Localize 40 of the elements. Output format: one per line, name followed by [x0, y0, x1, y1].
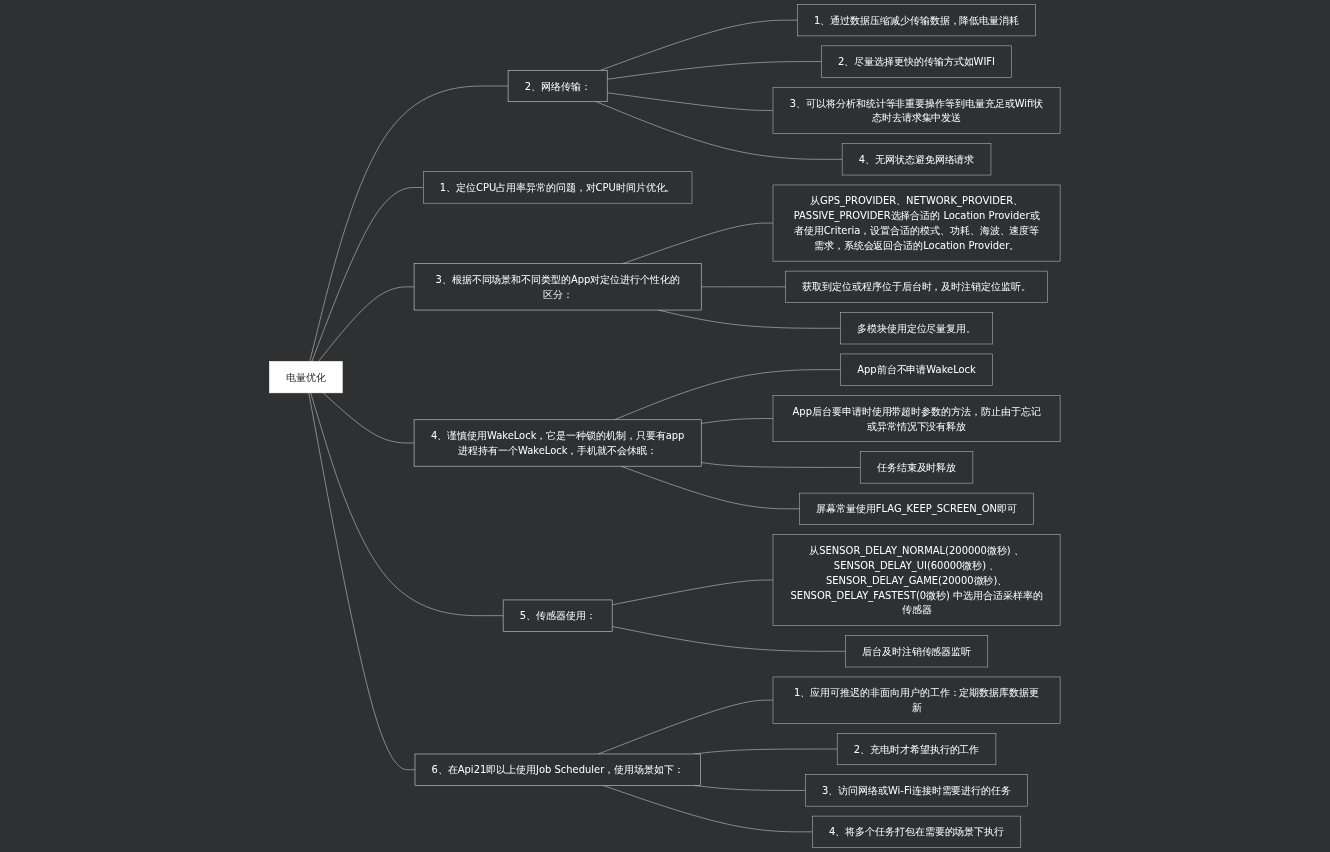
connector [309, 85, 509, 362]
node-box: 5、传感器使用： [503, 599, 613, 632]
connector [607, 61, 823, 80]
connector [607, 92, 774, 111]
node-box: 4、将多个任务打包在需要的场景下执行 [812, 815, 1022, 848]
connector [612, 579, 774, 606]
connector [318, 286, 415, 362]
connector [603, 785, 813, 833]
connector [701, 286, 787, 288]
node-box: 4、谨慎使用WakeLock，它是一种锁的机制，只要有app进程持有一个WakeLock，手机就不会休眠： [414, 419, 702, 467]
node-box: 电量优化 [269, 361, 343, 394]
node-box: 3、根据不同场景和不同类型的App对定位进行个性化的区分： [414, 263, 702, 311]
node-box: 多模块使用定位尽量复用。 [840, 312, 994, 345]
node-box: 屏幕常量使用FLAG_KEEP_SCREEN_ON即可 [799, 492, 1034, 525]
connector [612, 626, 846, 652]
node-box: 3、可以将分析和统计等非重要操作等到电量充足或Wifi状态时去请求集中发送 [772, 86, 1061, 134]
connector [308, 392, 416, 770]
node-box: 后台及时注销传感器监听 [845, 635, 989, 668]
node-box: 1、定位CPU占用率异常的问题，对CPU时间片优化。 [423, 171, 693, 204]
node-box: App前台不申请WakeLock [840, 353, 993, 386]
connector [596, 101, 843, 160]
connector [310, 392, 504, 616]
node-box: 2、网络传输： [508, 70, 608, 102]
node-box: 1、通过数据压缩减少传输数据，降低电量消耗 [797, 4, 1037, 37]
node-box: 3、访问网络或Wi-Fi连接时需要进行的任务 [805, 774, 1029, 807]
node-box: 2、充电时才希望执行的工作 [837, 733, 997, 766]
connector [323, 392, 415, 444]
node-box: 从SENSOR_DELAY_NORMAL(200000微秒) 、SENSOR_DELAY_UI(60000微秒) 、SENSOR_DELAY_GAME(20000微秒)、SENSOR_DELAY_FASTEST(0微秒) 中选用合适采样率的传感器 [772, 534, 1061, 626]
node-box: App后台要申请时使用带超时参数的方法，防止由于忘记或异常情况下没有释放 [772, 395, 1061, 442]
node-box: 6、在Api21即以上使用Job Scheduler，使用场景如下： [414, 753, 701, 786]
connector [600, 19, 798, 71]
node-box: 2、尽量选择更快的传输方式如WIFI [821, 45, 1013, 78]
node-box: 任务结束及时释放 [860, 451, 974, 484]
connector [701, 418, 774, 424]
node-box: 1、应用可推迟的非面向用户的工作：定期数据库数据更新 [772, 676, 1061, 724]
node-box: 4、无网状态避免网络请求 [842, 143, 992, 176]
connector [311, 187, 424, 362]
node-box: 获取到定位或程序位于后台时，及时注销定位监听。 [785, 270, 1048, 303]
node-box: 从GPS_PROVIDER、NETWORK_PROVIDER、PASSIVE_PROVIDER选择合适的 Location Provider或者使用Criteria，设置合适的模式、功耗、海波、速度等需求，系统会返回合适的Location Provider。 [772, 184, 1061, 262]
connector [701, 462, 861, 468]
